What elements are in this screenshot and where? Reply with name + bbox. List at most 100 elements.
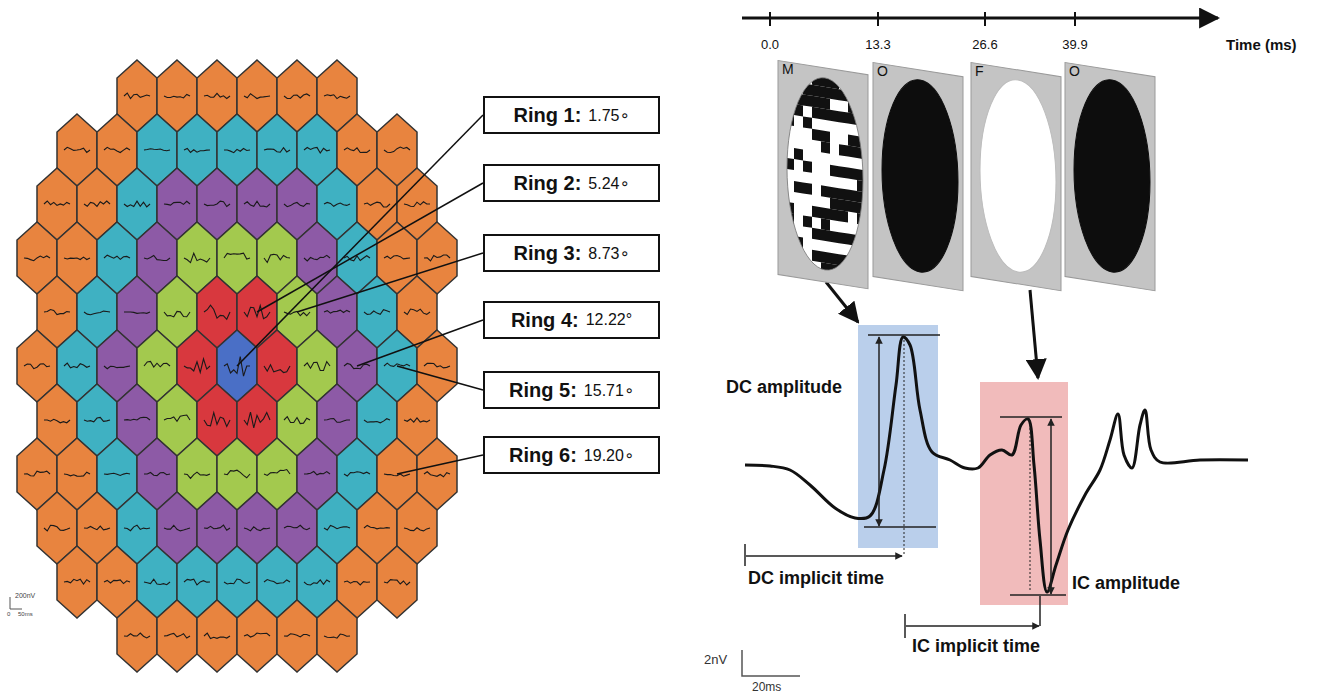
stimulus-frame: F bbox=[968, 60, 1068, 296]
axis-title: Time (ms) bbox=[1226, 36, 1297, 53]
mosaic-cell bbox=[794, 269, 803, 281]
leader-line bbox=[397, 455, 483, 474]
local-response-trace bbox=[224, 357, 250, 377]
local-response-trace bbox=[84, 311, 110, 315]
local-response-trace bbox=[184, 253, 210, 262]
local-response-trace bbox=[84, 417, 110, 421]
local-response-trace bbox=[224, 470, 250, 478]
stimulus-hexagon bbox=[57, 546, 97, 618]
stimulus-field bbox=[980, 74, 1056, 278]
mosaic-cell bbox=[839, 166, 848, 178]
mosaic-cell bbox=[857, 103, 866, 115]
local-response-trace bbox=[284, 202, 310, 206]
local-response-trace bbox=[104, 473, 130, 475]
frame-background bbox=[971, 62, 1061, 290]
mosaic-cell bbox=[830, 77, 839, 89]
frame-background bbox=[1065, 62, 1155, 290]
mosaic-cell bbox=[857, 268, 866, 280]
local-response-trace bbox=[224, 579, 250, 584]
local-response-trace bbox=[204, 201, 230, 206]
mosaic-cell bbox=[812, 228, 821, 240]
mosaic-cell bbox=[830, 275, 839, 287]
local-response-trace bbox=[244, 94, 270, 99]
local-response-trace bbox=[284, 634, 310, 637]
local-response-trace bbox=[264, 365, 290, 373]
peak-marker bbox=[904, 340, 905, 556]
local-response-trace bbox=[44, 419, 70, 422]
ring-name: Ring 2: bbox=[514, 172, 582, 195]
ring-name: Ring 1: bbox=[514, 104, 582, 127]
local-response-trace bbox=[204, 525, 230, 530]
local-response-trace bbox=[344, 363, 370, 368]
mosaic-cell bbox=[839, 188, 848, 200]
mosaic-cell bbox=[821, 273, 830, 285]
hexagon-cell bbox=[317, 600, 357, 672]
time-origin-tick bbox=[744, 544, 746, 566]
frame-panel bbox=[1065, 62, 1155, 290]
mosaic-cell bbox=[839, 232, 848, 244]
local-response-trace bbox=[84, 201, 110, 206]
axis-tick bbox=[769, 12, 771, 26]
axis-tick-label: 39.9 bbox=[1062, 37, 1087, 52]
local-response-trace bbox=[144, 361, 170, 367]
local-response-trace bbox=[304, 255, 330, 261]
stimulus-hexagon bbox=[377, 546, 417, 618]
local-response-trace bbox=[124, 93, 150, 99]
mosaic-cell bbox=[812, 206, 821, 218]
local-response-trace bbox=[44, 525, 70, 531]
frame-drawing bbox=[1062, 60, 1162, 296]
stimulus-frame: O bbox=[1062, 60, 1162, 296]
eccentricity-value: 8.73∘ bbox=[588, 244, 629, 263]
local-response-trace bbox=[364, 202, 390, 207]
mosaic-cell bbox=[857, 235, 866, 247]
frame-letter: O bbox=[877, 63, 977, 79]
mosaic-cell bbox=[857, 213, 866, 225]
local-response-trace bbox=[184, 359, 210, 373]
local-response-trace bbox=[304, 147, 330, 153]
mosaic-cell bbox=[785, 103, 794, 115]
local-response-trace bbox=[164, 525, 190, 531]
eccentricity-value: 12.22° bbox=[586, 311, 632, 329]
mosaic-cell bbox=[812, 129, 821, 141]
pointer-arrow bbox=[1030, 290, 1038, 378]
mosaic-cell bbox=[794, 181, 803, 193]
hexagon-cell bbox=[197, 600, 237, 672]
axis-tick-label: 26.6 bbox=[972, 37, 997, 52]
leader-line bbox=[257, 183, 483, 312]
ring-name: Ring 6: bbox=[509, 444, 577, 467]
local-response-trace bbox=[224, 149, 250, 153]
ring-name: Ring 5: bbox=[509, 379, 577, 402]
axis-tick bbox=[877, 12, 879, 26]
stimulus-field bbox=[1074, 74, 1150, 278]
mosaic-cell bbox=[857, 81, 866, 93]
pointer-arrow bbox=[826, 282, 858, 322]
local-response-trace bbox=[264, 470, 290, 476]
stimulus-hexagon bbox=[277, 600, 317, 672]
local-response-trace bbox=[404, 418, 430, 422]
local-response-trace bbox=[204, 305, 230, 319]
hexagon-cell bbox=[157, 600, 197, 672]
local-response-trace bbox=[404, 202, 430, 207]
mosaic-cell bbox=[848, 168, 857, 180]
mosaic-ground bbox=[785, 70, 865, 283]
mosaic-cell bbox=[803, 215, 812, 227]
hexagon-cell bbox=[57, 546, 97, 618]
frame-background bbox=[778, 60, 868, 288]
mosaic-cell bbox=[830, 187, 839, 199]
local-response-trace bbox=[104, 366, 130, 369]
local-response-trace bbox=[144, 579, 170, 585]
frame-drawing bbox=[968, 60, 1068, 296]
mosaic-cell bbox=[785, 224, 794, 236]
local-response-trace bbox=[264, 580, 290, 584]
mosaic-cell bbox=[857, 180, 866, 192]
local-response-trace bbox=[324, 95, 350, 99]
frame-drawing bbox=[870, 60, 970, 296]
mosaic-cell bbox=[803, 94, 812, 106]
local-response-trace bbox=[44, 310, 70, 315]
mosaic-cell bbox=[821, 141, 830, 153]
measure-label: IC implicit time bbox=[912, 636, 1040, 657]
local-response-trace bbox=[384, 147, 410, 152]
ic-amplitude-arrow bbox=[1050, 419, 1052, 594]
frame-drawing bbox=[775, 58, 875, 294]
mosaic-cell bbox=[848, 135, 857, 147]
